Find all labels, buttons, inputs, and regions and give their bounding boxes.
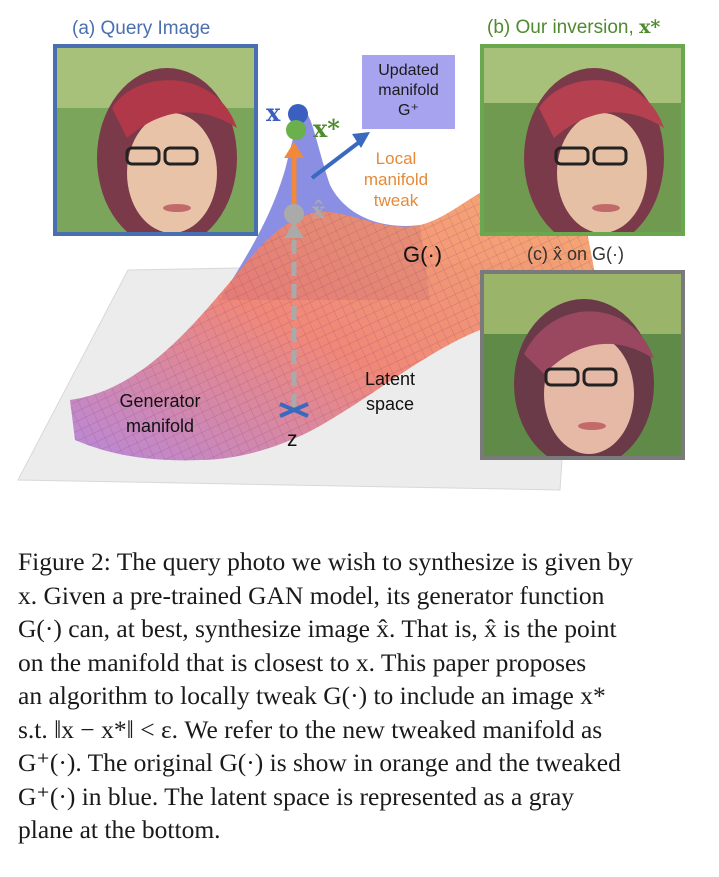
caption-line-8: G⁺(·) in blue. The latent space is repre… — [18, 780, 698, 814]
label-query: (a) Query Image — [72, 18, 210, 40]
latent-line2: space — [355, 392, 425, 417]
updated-line1: Updated — [362, 61, 455, 81]
generator-manifold-label: Generator manifold — [105, 389, 215, 439]
generator-line1: Generator — [105, 389, 215, 414]
caption-line-9: plane at the bottom. — [18, 813, 698, 847]
caption-line-1: Figure 2: The query photo we wish to syn… — [18, 545, 698, 579]
xhat-image — [480, 270, 685, 460]
caption-line-3: G(·) can, at best, synthesize image x̂. … — [18, 612, 698, 646]
generator-line2: manifold — [105, 414, 215, 439]
figure-diagram: Updated manifold G⁺ (a) Query Image (b) … — [0, 0, 719, 500]
point-xhat — [284, 204, 304, 224]
point-xstar — [286, 120, 306, 140]
caption-line-4: on the manifold that is closest to x. Th… — [18, 646, 698, 680]
figure-caption: Figure 2: The query photo we wish to syn… — [18, 545, 698, 847]
caption-line-5: an algorithm to locally tweak G(·) to in… — [18, 679, 698, 713]
local-tweak-label: Local manifold tweak — [350, 148, 442, 211]
label-xhat-on-g: (c) x̂ on G(·) — [527, 244, 624, 265]
updated-line3: G⁺ — [362, 101, 455, 121]
label-inversion-symbol: x* — [639, 16, 660, 38]
local-line2: manifold — [350, 169, 442, 190]
query-image — [53, 44, 258, 236]
updated-manifold-box: Updated manifold G⁺ — [362, 55, 455, 129]
label-inversion: (b) Our inversion, x* — [487, 16, 660, 39]
caption-line-2: x. Given a pre-trained GAN model, its ge… — [18, 579, 698, 613]
latent-line1: Latent — [355, 367, 425, 392]
label-xstar: x* — [313, 114, 340, 143]
inversion-image — [480, 44, 685, 236]
updated-line2: manifold — [362, 81, 455, 101]
label-g: G(·) — [403, 242, 442, 268]
latent-space-label: Latent space — [355, 367, 425, 417]
label-xhat: x̂ — [312, 198, 325, 224]
label-inversion-prefix: (b) Our inversion, — [487, 17, 634, 38]
label-x: x — [266, 98, 280, 127]
local-line1: Local — [350, 148, 442, 169]
caption-line-7: G⁺(·). The original G(·) is show in oran… — [18, 746, 698, 780]
label-z: z — [287, 428, 298, 452]
caption-line-6: s.t. ‖x − x*‖ < ε. We refer to the new t… — [18, 713, 698, 747]
local-line3: tweak — [350, 190, 442, 211]
